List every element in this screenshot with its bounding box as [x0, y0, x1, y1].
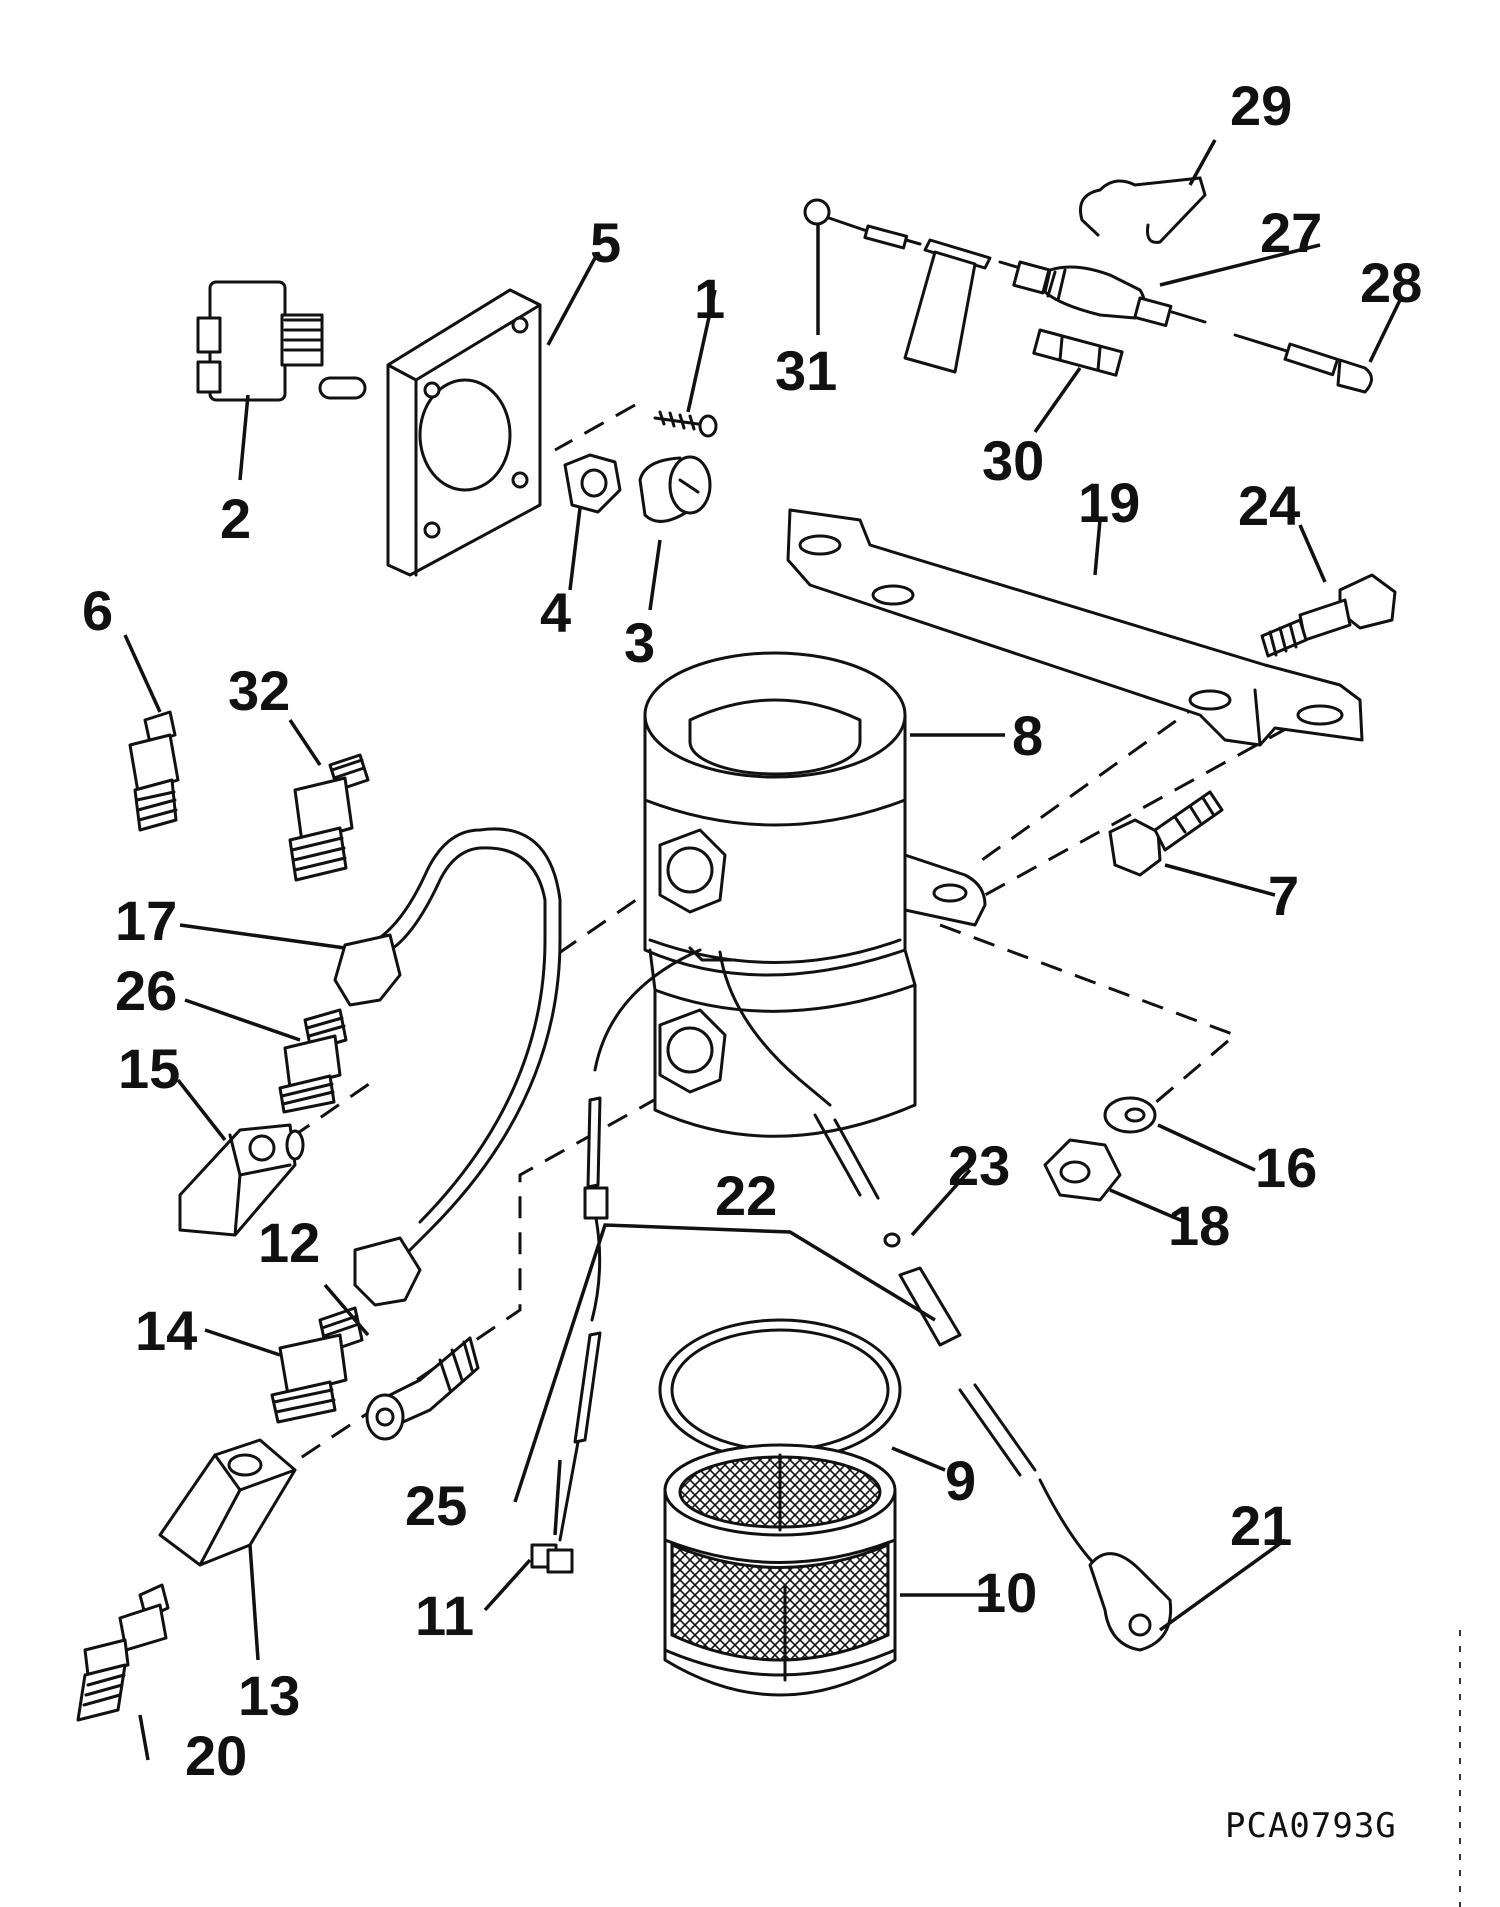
fuse-part-30	[1032, 328, 1124, 377]
callouts: 29 27 28 5 1 31 30 2 19 24 4 3 6 32 8 7 …	[82, 74, 1422, 1787]
pump-wires	[593, 948, 832, 1107]
callout-9: 9	[945, 1449, 976, 1512]
callout-25: 25	[405, 1474, 467, 1537]
tee-block-part-15	[178, 1123, 305, 1237]
washer-part-16	[1103, 1096, 1157, 1134]
filter-screen-part-10	[663, 1443, 897, 1697]
callout-29: 29	[1230, 74, 1292, 137]
clip-part-29	[1079, 176, 1207, 244]
o-ring-part-9	[658, 1318, 902, 1462]
callout-7: 7	[1268, 864, 1299, 927]
callout-31: 31	[775, 339, 837, 402]
toggle-switch-part-2	[196, 280, 367, 402]
fitting-part-26	[278, 1008, 348, 1114]
callout-19: 19	[1078, 471, 1140, 534]
callout-22: 22	[715, 1164, 777, 1227]
callout-21: 21	[1230, 1494, 1292, 1557]
callout-28: 28	[1360, 251, 1422, 314]
callout-3: 3	[624, 611, 655, 674]
wire-part-21	[813, 1113, 1173, 1652]
callout-20: 20	[185, 1724, 247, 1787]
hose-barb-part-20	[76, 1583, 170, 1722]
callout-6: 6	[82, 579, 113, 642]
switch-boot-part-3	[638, 455, 712, 523]
fuse-holder-part-27	[998, 260, 1207, 328]
wire-terminal-part-28	[1233, 333, 1373, 394]
fuse-holder-sleeve	[903, 238, 992, 374]
callout-14: 14	[135, 1299, 197, 1362]
callout-10: 10	[975, 1561, 1037, 1624]
figure-code: PCA0793G	[1225, 1806, 1397, 1846]
nut-part-18	[1043, 1138, 1122, 1202]
fitting-part-6	[128, 710, 180, 832]
eyelet-wire-part-31	[803, 198, 922, 250]
callout-4: 4	[540, 581, 571, 644]
callout-12: 12	[258, 1211, 320, 1274]
mounting-plate-part-5	[386, 288, 542, 577]
callout-26: 26	[115, 959, 177, 1022]
callout-1: 1	[694, 267, 725, 330]
callout-13: 13	[238, 1664, 300, 1727]
fitting-part-32	[288, 753, 370, 882]
bolt-part-7	[1108, 790, 1224, 877]
callout-11: 11	[415, 1584, 474, 1647]
bracket-part-19	[786, 508, 1364, 747]
fitting-part-14	[270, 1306, 364, 1424]
connector-part-23	[883, 1232, 962, 1347]
wire-part-25	[530, 1096, 609, 1574]
callout-32: 32	[228, 659, 290, 722]
screw-part-1	[653, 410, 718, 438]
leader-lines	[123, 139, 1402, 1761]
callout-17: 17	[115, 889, 177, 952]
callout-8: 8	[1012, 704, 1043, 767]
callout-5: 5	[590, 211, 621, 274]
fuel-pump-part-8	[643, 651, 987, 1138]
callout-15: 15	[118, 1037, 180, 1100]
callout-24: 24	[1238, 474, 1300, 537]
fuel-line-part-17	[333, 827, 562, 1307]
callout-30: 30	[982, 429, 1044, 492]
callout-18: 18	[1168, 1194, 1230, 1257]
nut-part-4	[563, 453, 622, 514]
callout-2: 2	[220, 487, 251, 550]
callout-16: 16	[1255, 1136, 1317, 1199]
callout-27: 27	[1260, 201, 1322, 264]
tee-block-part-13	[158, 1438, 297, 1567]
callout-23: 23	[948, 1134, 1010, 1197]
bolt-part-24	[1260, 573, 1397, 658]
fitting-part-12	[365, 1336, 480, 1441]
